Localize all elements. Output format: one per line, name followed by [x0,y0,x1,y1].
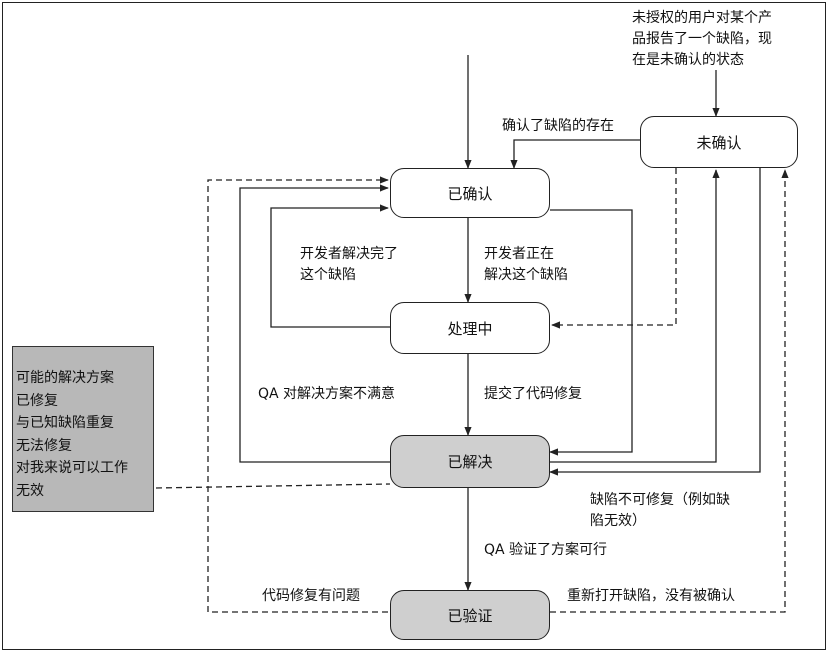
state-unconfirmed-label: 未确认 [696,133,742,152]
legend-item: 已修复 [16,392,58,409]
state-resolved: 已解决 [390,435,550,488]
resolution-legend: 可能的解决方案 已修复 与已知缺陷重复 无法修复 对我来说可以工作 无效 [12,346,154,512]
top-right-note: 未授权的用户对某个产 品报告了一个缺陷，现 在是未确认的状态 [632,8,772,71]
diagram-frame [2,2,826,650]
label-qa-verified: QA 验证了方案可行 [484,542,608,558]
label-qa-unsatisfied: QA 对解决方案不满意 [258,386,396,402]
label-dev-done-line-2: 这个缺陷 [300,267,356,283]
state-unconfirmed: 未确认 [640,116,798,168]
note-line-2: 品报告了一个缺陷，现 [632,31,772,47]
label-fix-problem: 代码修复有问题 [262,588,360,604]
label-dev-done-line-1: 开发者解决完了 [300,246,398,262]
legend-title: 可能的解决方案 [16,370,114,386]
fix-problem-dashed [207,176,389,613]
note-line-1: 未授权的用户对某个产 [632,10,772,26]
qa-unsatisfied-arrow [239,184,390,463]
label-cannot-fix: 缺陷不可修复（例如缺 陷无效） [590,490,730,532]
label-reopen: 重新打开缺陷，没有被确认 [567,588,735,604]
state-in-progress: 处理中 [390,302,550,354]
state-in-progress-label: 处理中 [447,319,493,338]
label-dev-working-line-1: 开发者正在 [484,246,554,262]
label-confirm-exists: 确认了缺陷的存在 [502,118,614,134]
legend-item: 与已知缺陷重复 [16,415,114,431]
label-dev-working: 开发者正在 解决这个缺陷 [484,244,568,286]
unconfirmed-to-progress-dashed [551,168,677,329]
state-resolved-label: 已解决 [447,453,493,471]
label-cannot-fix-line-1: 缺陷不可修复（例如缺 [590,492,730,508]
state-confirmed-label: 已确认 [447,184,493,203]
legend-item: 无效 [16,482,44,499]
reopen-dashed [550,169,789,613]
legend-connector-dashed [155,483,391,489]
legend-item: 无法修复 [16,437,72,454]
note-line-3: 在是未确认的状态 [632,52,744,68]
resolved-to-unconfirmed-arrow [550,169,720,463]
confirmed-to-resolved-arrow [549,209,633,456]
label-cannot-fix-line-2: 陷无效） [590,513,646,529]
label-dev-done: 开发者解决完了 这个缺陷 [300,244,398,286]
confirm-arrow [510,139,640,169]
state-verified: 已验证 [390,590,550,640]
label-submitted-fix: 提交了代码修复 [484,386,582,402]
state-verified-label: 已验证 [447,606,493,625]
unconfirmed-to-resolved-arrow [549,168,761,476]
state-confirmed: 已确认 [390,168,550,218]
label-dev-working-line-2: 解决这个缺陷 [484,267,568,283]
dev-done-arrow [270,204,390,328]
legend-item: 对我来说可以工作 [16,460,128,476]
